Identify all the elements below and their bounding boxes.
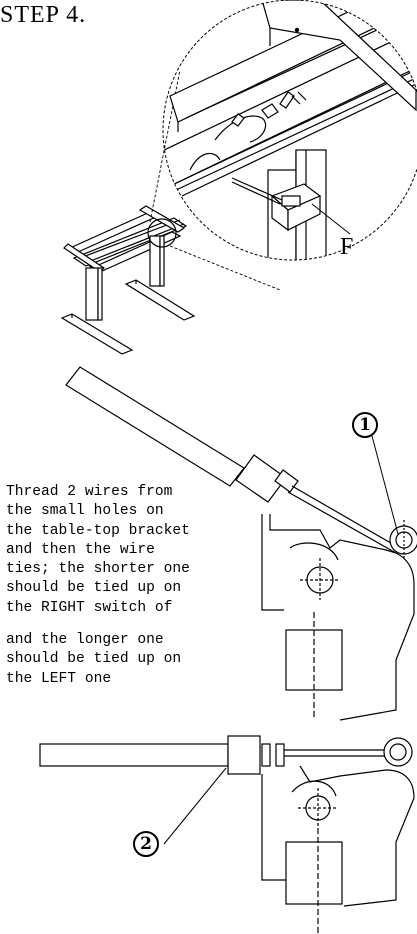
instruction-text-1: Thread 2 wires from the small holes on t… <box>6 484 190 616</box>
zoom-leader-top <box>149 69 181 223</box>
magnified-detail <box>162 0 417 261</box>
step-title: STEP 4. <box>0 2 87 28</box>
mark-2-badge: 2 <box>133 831 159 857</box>
mark-1-badge: 1 <box>352 412 378 438</box>
switch-diagram-1 <box>65 366 417 721</box>
switch-diagram-2 <box>39 735 415 934</box>
instruction-text-2: and the longer one should be tied up on … <box>6 632 182 687</box>
part-callout-f: F <box>340 234 354 260</box>
desk-frame-illustration <box>60 205 196 355</box>
mark-2-number: 2 <box>140 834 152 854</box>
zoom-leader-bottom <box>169 245 281 291</box>
mark-1-number: 1 <box>359 415 371 435</box>
